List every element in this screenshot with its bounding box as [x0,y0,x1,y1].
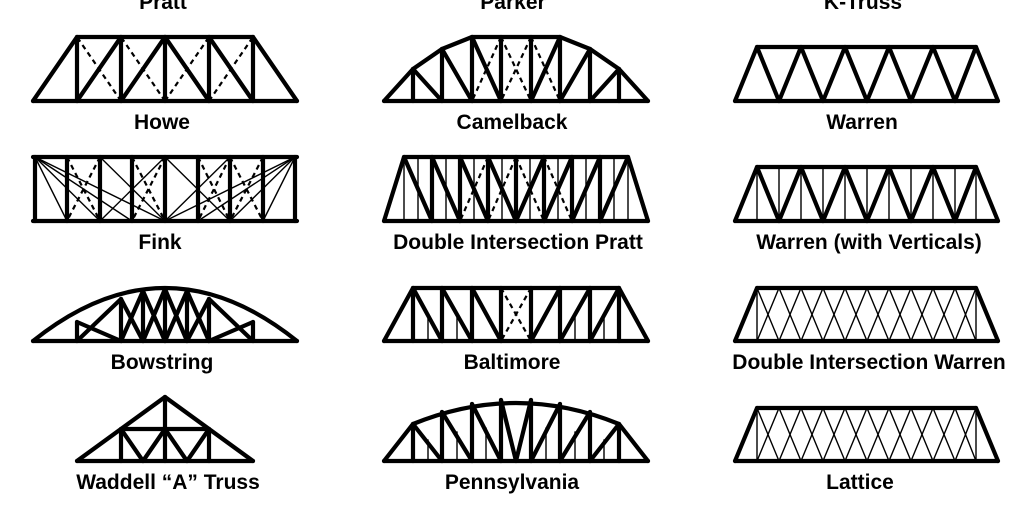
fink-truss [30,154,300,224]
lattice-truss [732,405,1001,464]
bowstring-truss [30,285,300,344]
warren-truss [732,44,1001,104]
pennsylvania-truss [381,397,651,464]
label-baltimore: Baltimore [464,351,561,374]
label-warren: Warren [826,111,898,134]
label-bowstring: Bowstring [111,351,214,374]
label-double-intersection-warren: Double Intersection Warren [732,351,1005,374]
label-warren-with-verticals: Warren (with Verticals) [756,231,982,254]
camelback-truss [381,34,651,104]
baltimore-truss [381,285,651,344]
label-camelback: Camelback [457,111,568,134]
label-double-intersection-pratt: Double Intersection Pratt [393,231,643,254]
label-pennsylvania: Pennsylvania [445,471,580,494]
label-waddell-a-truss: Waddell “A” Truss [76,471,260,494]
warren-with-verticals-truss [732,164,1001,224]
label-howe: Howe [134,111,190,134]
double-intersection-pratt-truss [381,154,651,224]
label-parker: Parker [480,0,545,14]
waddell-a-truss [74,394,256,464]
double-intersection-warren-truss [732,285,1001,344]
label-k-truss: K-Truss [824,0,902,14]
howe-truss [30,34,300,104]
label-pratt: Pratt [139,0,187,14]
label-fink: Fink [138,231,181,254]
label-lattice: Lattice [826,471,894,494]
